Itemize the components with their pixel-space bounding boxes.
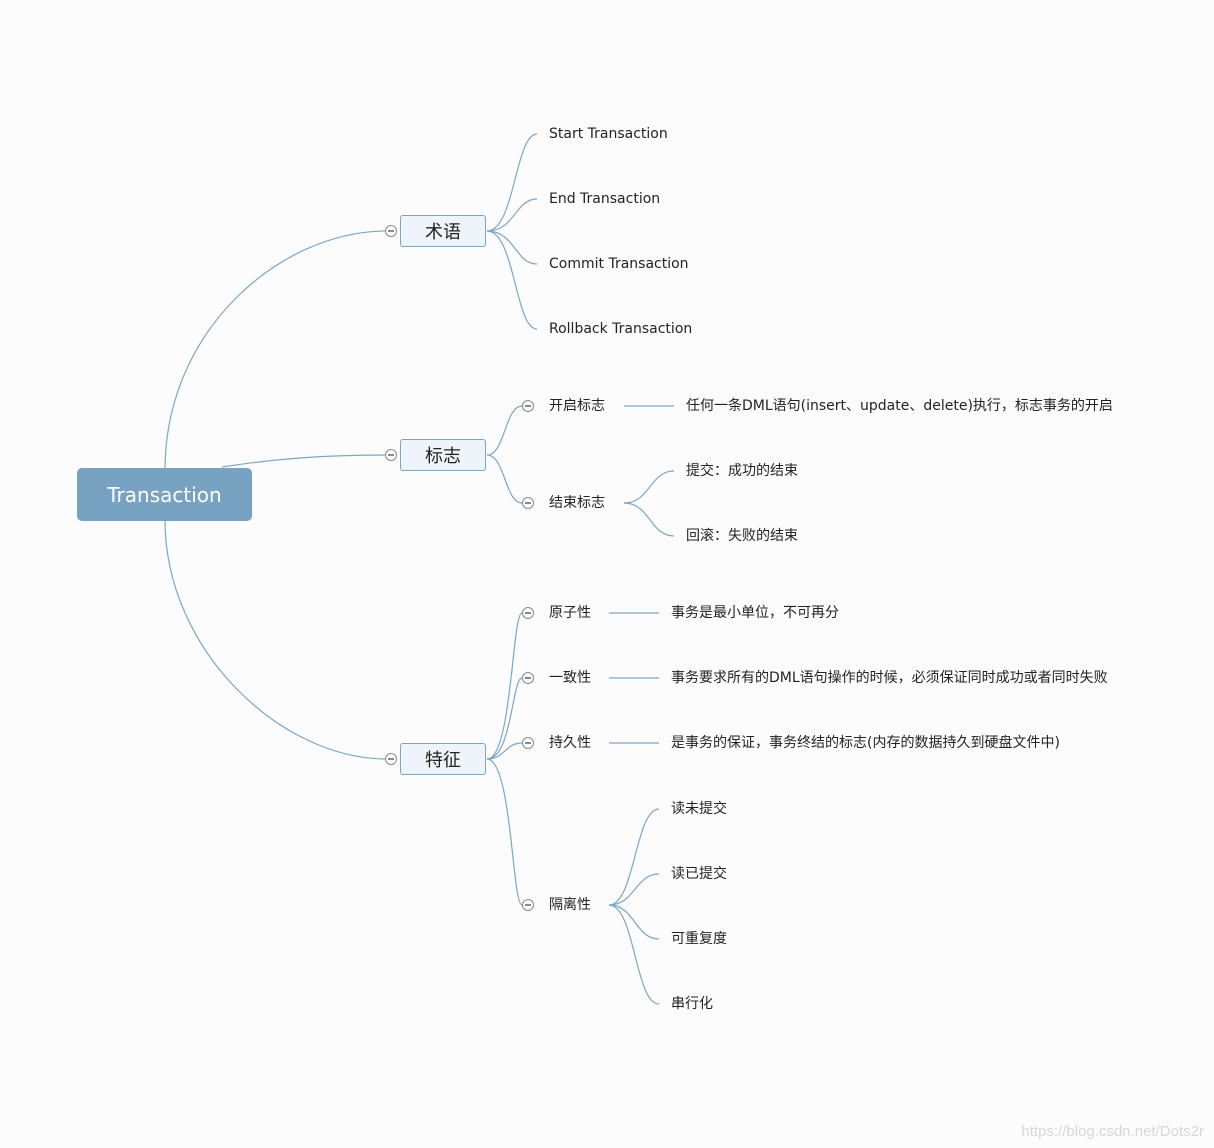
branch-terms-label: 术语 — [425, 222, 461, 243]
collapse-flags-icon[interactable] — [385, 449, 397, 461]
end-flag-node[interactable]: 结束标志 — [549, 495, 605, 511]
isolation-node[interactable]: 隔离性 — [549, 897, 591, 913]
collapse-start-flag-icon[interactable] — [522, 400, 534, 412]
isolation-repeatable-read[interactable]: 可重复度 — [671, 931, 727, 947]
atomicity-node[interactable]: 原子性 — [549, 605, 591, 621]
collapse-isolation-icon[interactable] — [522, 899, 534, 911]
branch-terms[interactable]: 术语 — [400, 215, 486, 247]
branch-features[interactable]: 特征 — [400, 743, 486, 775]
collapse-durability-icon[interactable] — [522, 737, 534, 749]
end-flag-rollback[interactable]: 回滚：失败的结束 — [686, 528, 798, 544]
consistency-node[interactable]: 一致性 — [549, 670, 591, 686]
branch-flags[interactable]: 标志 — [400, 439, 486, 471]
branch-flags-label: 标志 — [425, 446, 461, 467]
watermark: https://blog.csdn.net/Dots2r — [1021, 1123, 1204, 1140]
isolation-read-committed[interactable]: 读已提交 — [671, 866, 727, 882]
collapse-features-icon[interactable] — [385, 753, 397, 765]
consistency-detail[interactable]: 事务要求所有的DML语句操作的时候，必须保证同时成功或者同时失败 — [671, 670, 1108, 686]
atomicity-detail[interactable]: 事务是最小单位，不可再分 — [671, 605, 839, 621]
start-flag-detail[interactable]: 任何一条DML语句(insert、update、delete)执行，标志事务的开… — [686, 398, 1113, 414]
start-flag-node[interactable]: 开启标志 — [549, 398, 605, 414]
term-start[interactable]: Start Transaction — [549, 126, 668, 142]
branch-features-label: 特征 — [425, 750, 461, 771]
term-rollback[interactable]: Rollback Transaction — [549, 321, 693, 337]
collapse-atomicity-icon[interactable] — [522, 607, 534, 619]
root-node[interactable]: Transaction — [77, 468, 252, 521]
root-label: Transaction — [107, 482, 222, 507]
durability-detail[interactable]: 是事务的保证，事务终结的标志(内存的数据持久到硬盘文件中) — [671, 735, 1060, 751]
collapse-consistency-icon[interactable] — [522, 672, 534, 684]
term-end[interactable]: End Transaction — [549, 191, 661, 207]
durability-node[interactable]: 持久性 — [549, 735, 591, 751]
collapse-end-flag-icon[interactable] — [522, 497, 534, 509]
isolation-serializable[interactable]: 串行化 — [671, 996, 713, 1012]
isolation-read-uncommitted[interactable]: 读未提交 — [671, 801, 727, 817]
collapse-terms-icon[interactable] — [385, 225, 397, 237]
end-flag-commit[interactable]: 提交：成功的结束 — [686, 463, 798, 479]
term-commit[interactable]: Commit Transaction — [549, 256, 689, 272]
